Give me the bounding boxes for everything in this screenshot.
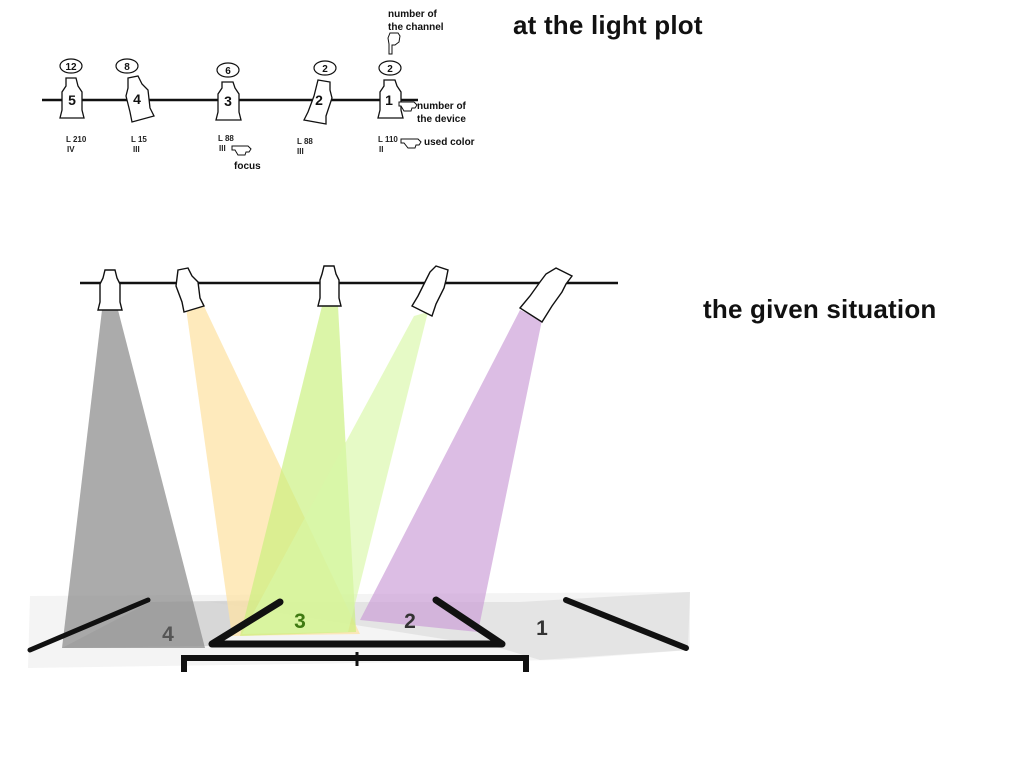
focus-code: III [297, 147, 304, 156]
fixture-icon [215, 81, 242, 121]
channel-bubble [313, 60, 337, 76]
device-note-line1: number of [417, 101, 467, 112]
stage-area-label-2: 2 [404, 610, 416, 633]
channel-note-line1: number of [388, 9, 438, 20]
left-wing-platform [27, 597, 151, 653]
color-note: used color [424, 137, 475, 148]
stage-area-label-4: 4 [162, 623, 174, 646]
device-number: 2 [315, 92, 323, 108]
situation-fixture-purple [518, 267, 574, 323]
color-code: L 88 [297, 137, 313, 146]
right-wing-platform [563, 597, 689, 651]
device-number: 5 [68, 92, 76, 108]
device-number: 1 [385, 92, 393, 108]
channel-number: 2 [322, 64, 328, 75]
device-note-line2: the device [417, 114, 466, 125]
light-plot: 12 5 L 210 IV 8 4 L 15 III 6 3 L 88 III … [42, 9, 475, 172]
channel-bubble [59, 58, 83, 74]
pointing-hand-icon [398, 101, 418, 112]
fixture-icon [377, 79, 404, 119]
color-code: L 88 [218, 134, 234, 143]
plot-fixture-3: 6 3 L 88 III focus [215, 62, 261, 172]
fixture-icon [59, 77, 85, 119]
channel-note-line2: the channel [388, 22, 444, 33]
situation-fixture-grey [97, 269, 123, 311]
color-code: L 210 [66, 135, 87, 144]
plot-fixture-1: 2 1 L 110 II [377, 60, 404, 154]
channel-bubble [216, 62, 240, 78]
plot-fixture-2: 2 2 L 88 III [297, 60, 337, 156]
focus-code: II [379, 145, 383, 154]
pointing-hand-icon [231, 145, 252, 156]
focus-code: IV [67, 145, 75, 154]
focus-note: focus [234, 161, 261, 172]
device-number: 4 [133, 91, 141, 107]
color-code: L 110 [378, 135, 398, 144]
channel-bubble [378, 60, 402, 76]
channel-bubble [115, 58, 139, 74]
color-code: L 15 [131, 135, 147, 144]
channel-number: 8 [124, 62, 130, 73]
beam-light-green [242, 312, 428, 634]
fixture-icon [125, 75, 155, 123]
beam-purple [360, 310, 542, 632]
fixture-icon [303, 79, 333, 125]
stage-area-label-1: 1 [536, 617, 548, 640]
plot-fixture-4: 8 4 L 15 III [115, 58, 155, 154]
channel-number: 12 [65, 62, 77, 73]
stage-area-label-3: 3 [294, 610, 306, 633]
pointing-hand-down-icon [387, 32, 401, 55]
pointing-hand-icon [400, 138, 422, 149]
given-situation-title: the given situation [703, 294, 937, 324]
plot-fixture-5: 12 5 L 210 IV [59, 58, 87, 154]
situation-fixture-green [317, 265, 342, 307]
focus-code: III [133, 145, 140, 154]
stage-table [181, 655, 529, 672]
situation-fixture-yellow [175, 267, 205, 313]
light-plot-title: at the light plot [513, 10, 703, 40]
center-platform [208, 596, 506, 648]
given-situation: 4 3 2 1 [27, 265, 690, 672]
focus-code: III [219, 144, 226, 153]
device-number: 3 [224, 93, 232, 109]
channel-number: 6 [225, 66, 231, 77]
beam-grey [62, 310, 205, 648]
plot-annotations: number of the channel number of the devi… [387, 9, 475, 149]
channel-number: 2 [387, 64, 393, 75]
situation-fixture-light-green [411, 265, 449, 317]
